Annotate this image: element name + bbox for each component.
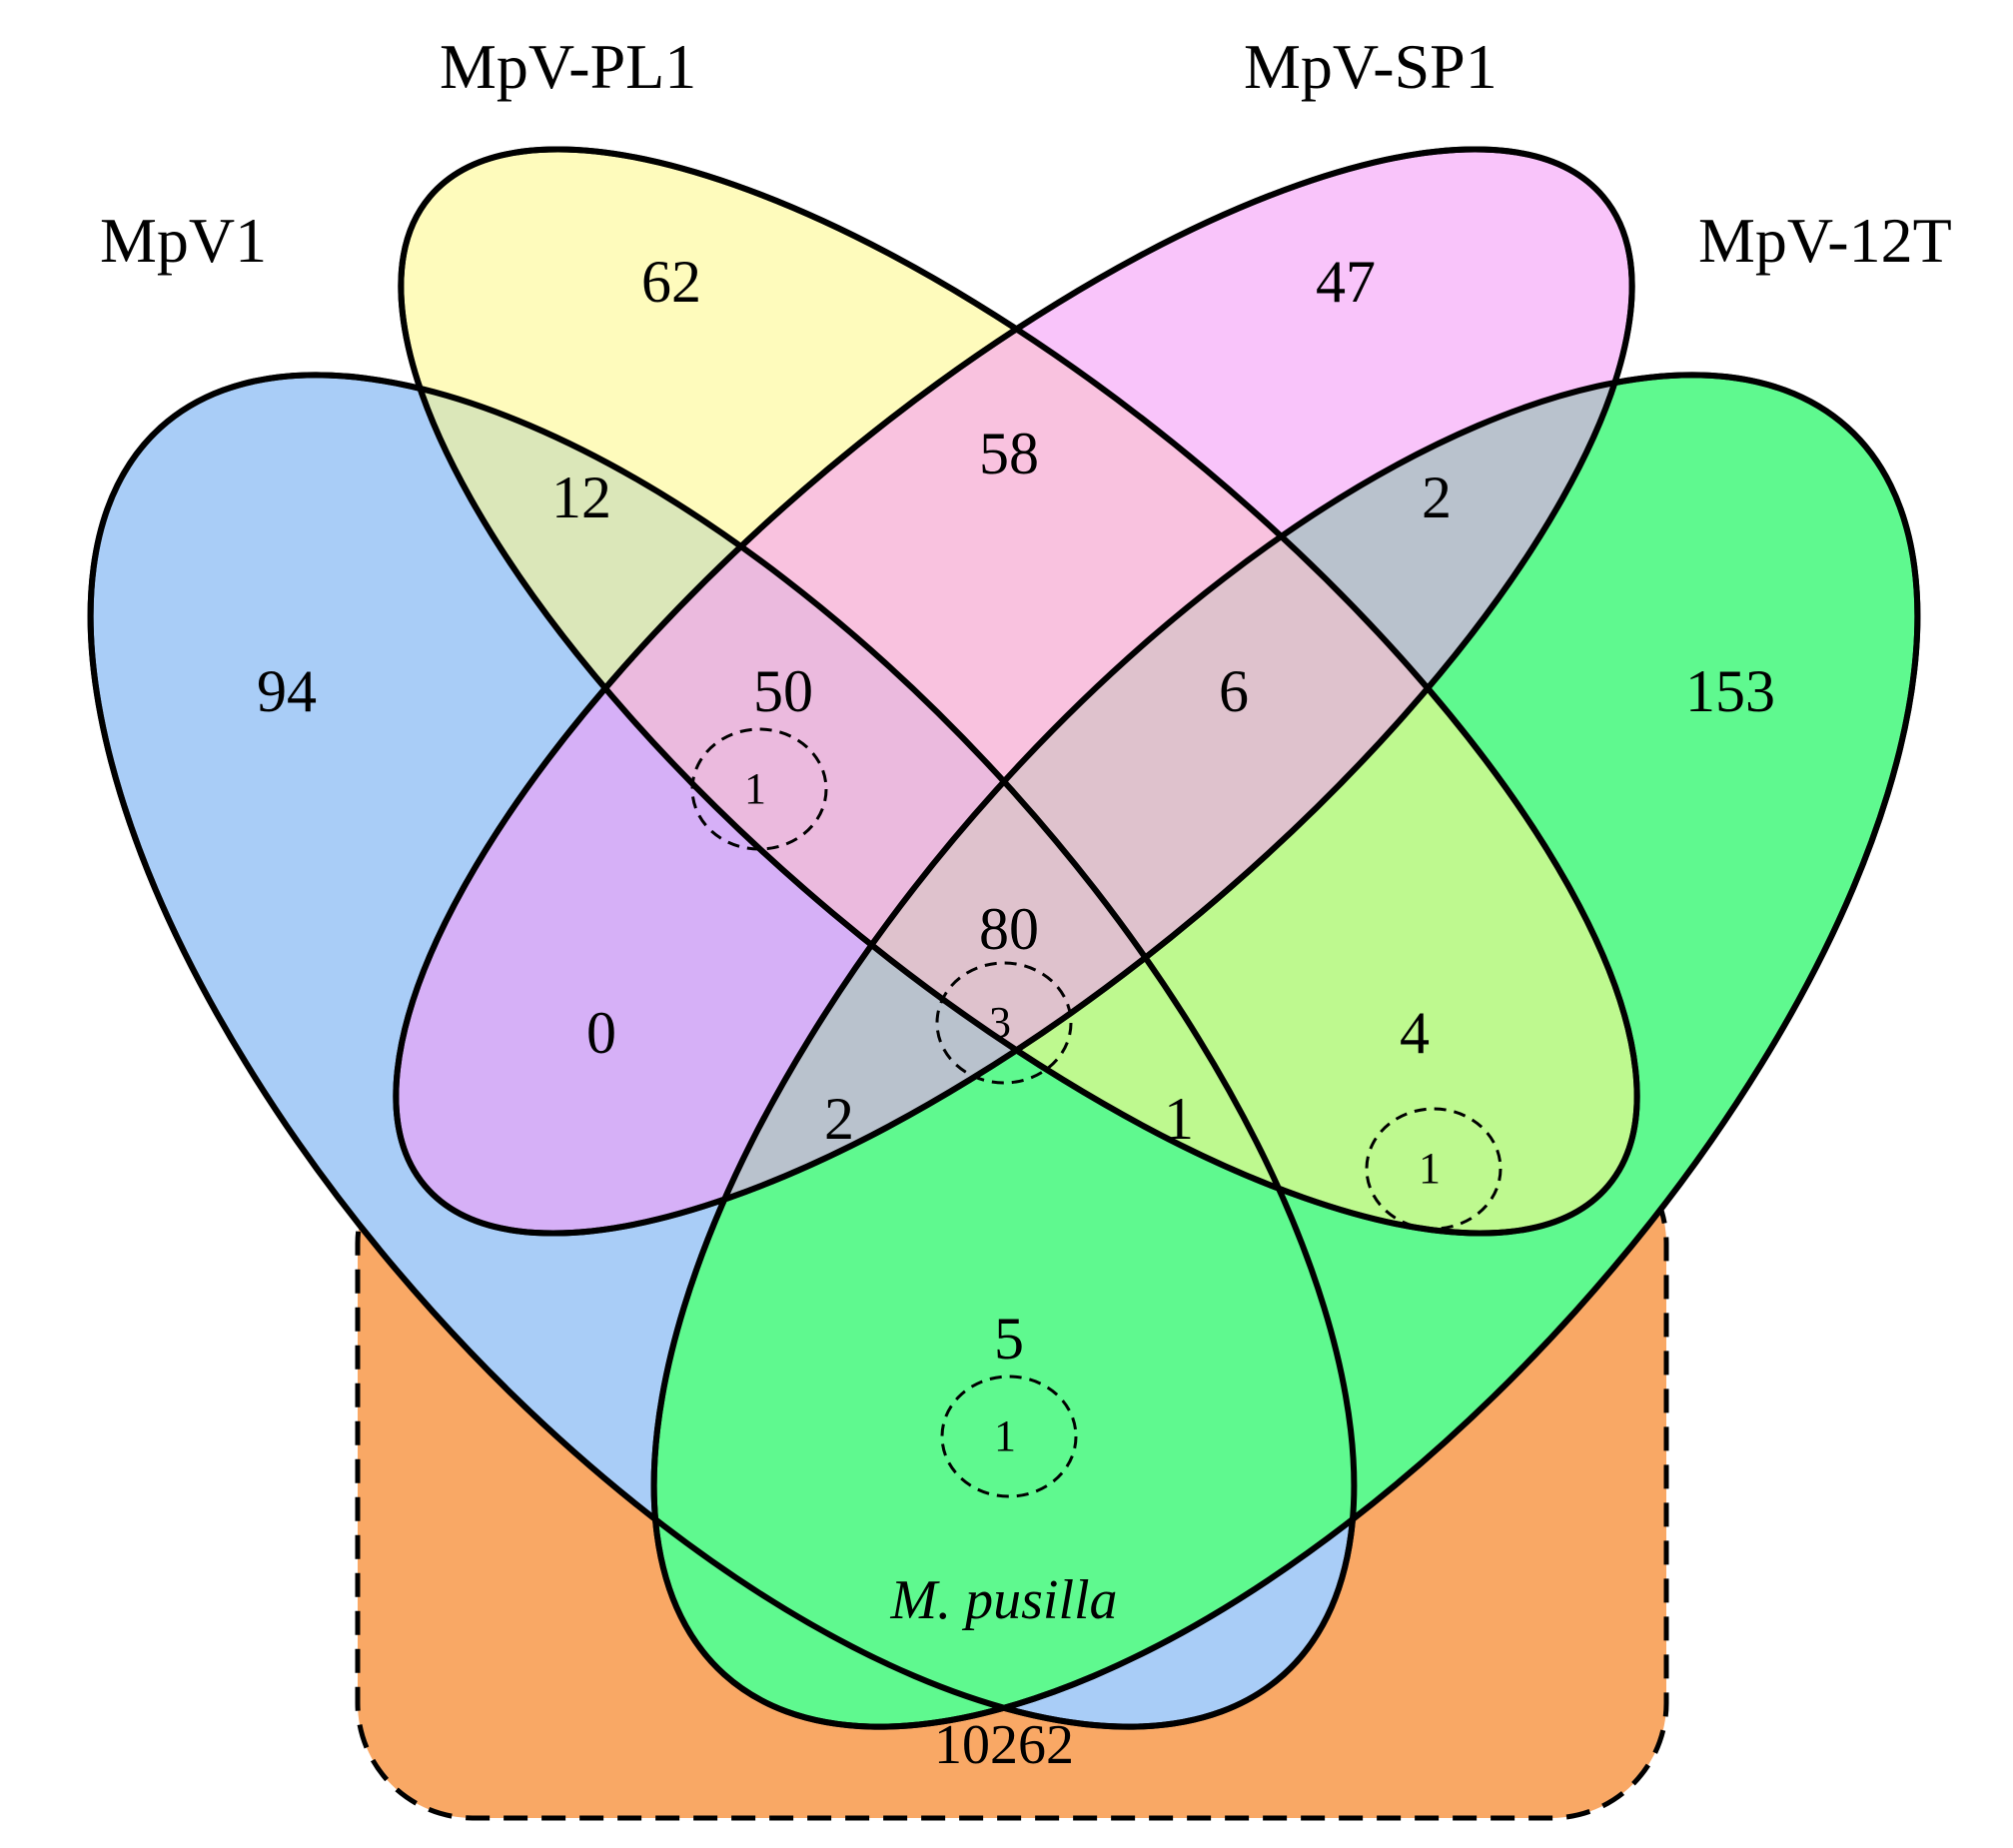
host-shared-all-four: 3 xyxy=(989,998,1011,1047)
label-mpv1: MpV1 xyxy=(100,205,267,276)
host-shared-circle-pl1-t12 xyxy=(1365,1107,1503,1231)
host-shared-mpv1-t12: 1 xyxy=(994,1411,1016,1460)
host-shared-circle-mpv1-pl1-sp1 xyxy=(690,727,828,851)
host-shared-pl1-t12: 1 xyxy=(1419,1144,1441,1193)
count-mpv1-only: 94 xyxy=(257,658,317,724)
count-t12-only: 153 xyxy=(1685,658,1775,724)
count-pl1-t12: 4 xyxy=(1400,1000,1430,1066)
count-mpv1-sp1-t12: 2 xyxy=(824,1086,854,1152)
count-pl1-sp1-t12: 6 xyxy=(1219,658,1249,724)
count-mpv1-sp1: 0 xyxy=(586,1000,616,1066)
label-mpv-12t: MpV-12T xyxy=(1698,205,1952,276)
host-label: M. pusilla xyxy=(889,1569,1117,1631)
count-mpv1-pl1-t12: 1 xyxy=(1164,1086,1194,1152)
count-mpv1-pl1-sp1: 50 xyxy=(753,658,813,724)
count-pl1-sp1: 58 xyxy=(979,421,1039,486)
count-sp1-only: 47 xyxy=(1316,249,1376,315)
host-count: 10262 xyxy=(934,1714,1074,1776)
count-sp1-t12: 2 xyxy=(1422,464,1452,530)
host-shared-mpv1-pl1-sp1: 1 xyxy=(744,764,766,813)
label-mpv-pl1: MpV-PL1 xyxy=(440,31,696,102)
count-pl1-only: 62 xyxy=(641,249,701,315)
count-all-four: 80 xyxy=(979,896,1039,962)
label-mpv-sp1: MpV-SP1 xyxy=(1244,31,1498,102)
count-mpv1-t12: 5 xyxy=(994,1306,1024,1372)
count-mpv1-pl1: 12 xyxy=(551,464,611,530)
host-shared-circle-mpv1-t12 xyxy=(940,1375,1078,1498)
host-shared-circle-all-four xyxy=(935,961,1073,1085)
